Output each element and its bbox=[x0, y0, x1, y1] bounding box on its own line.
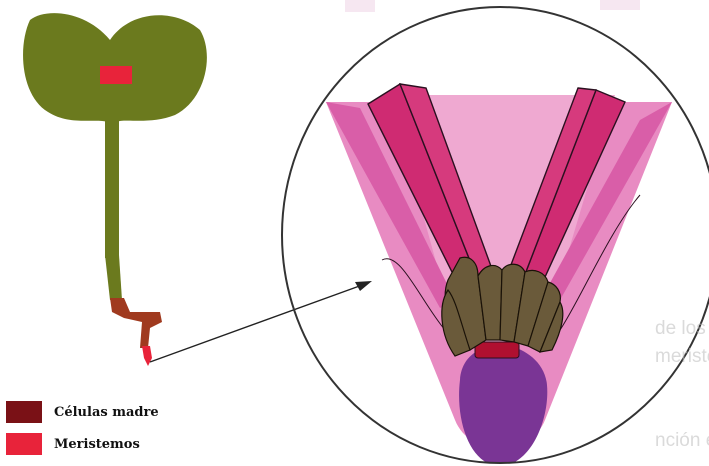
legend-swatch-celulas-madre bbox=[6, 401, 42, 423]
stem-lower bbox=[105, 255, 122, 300]
seedling-stem bbox=[105, 118, 119, 258]
bg-text-2: meristemo bbox=[655, 346, 709, 368]
apical-meristem bbox=[100, 66, 132, 84]
bg-text-3: nción es bbox=[655, 430, 709, 452]
legend: Células madre Meristemos bbox=[6, 400, 159, 464]
root-cap-dome bbox=[459, 345, 547, 466]
legend-label-celulas-madre: Células madre bbox=[54, 405, 159, 420]
legend-item-celulas-madre: Células madre bbox=[6, 400, 159, 424]
root-meristem bbox=[142, 346, 152, 366]
root-tissue bbox=[110, 298, 162, 348]
legend-swatch-meristemos bbox=[6, 433, 42, 455]
bg-text-1: de los bbox=[655, 318, 706, 340]
legend-label-meristemos: Meristemos bbox=[54, 437, 140, 452]
magnified-root-tip bbox=[282, 7, 709, 466]
seedling bbox=[23, 13, 207, 366]
meristem-zone bbox=[475, 342, 519, 358]
faded-background bbox=[345, 0, 640, 12]
legend-item-meristemos: Meristemos bbox=[6, 432, 159, 456]
zoom-arrow bbox=[150, 281, 372, 362]
